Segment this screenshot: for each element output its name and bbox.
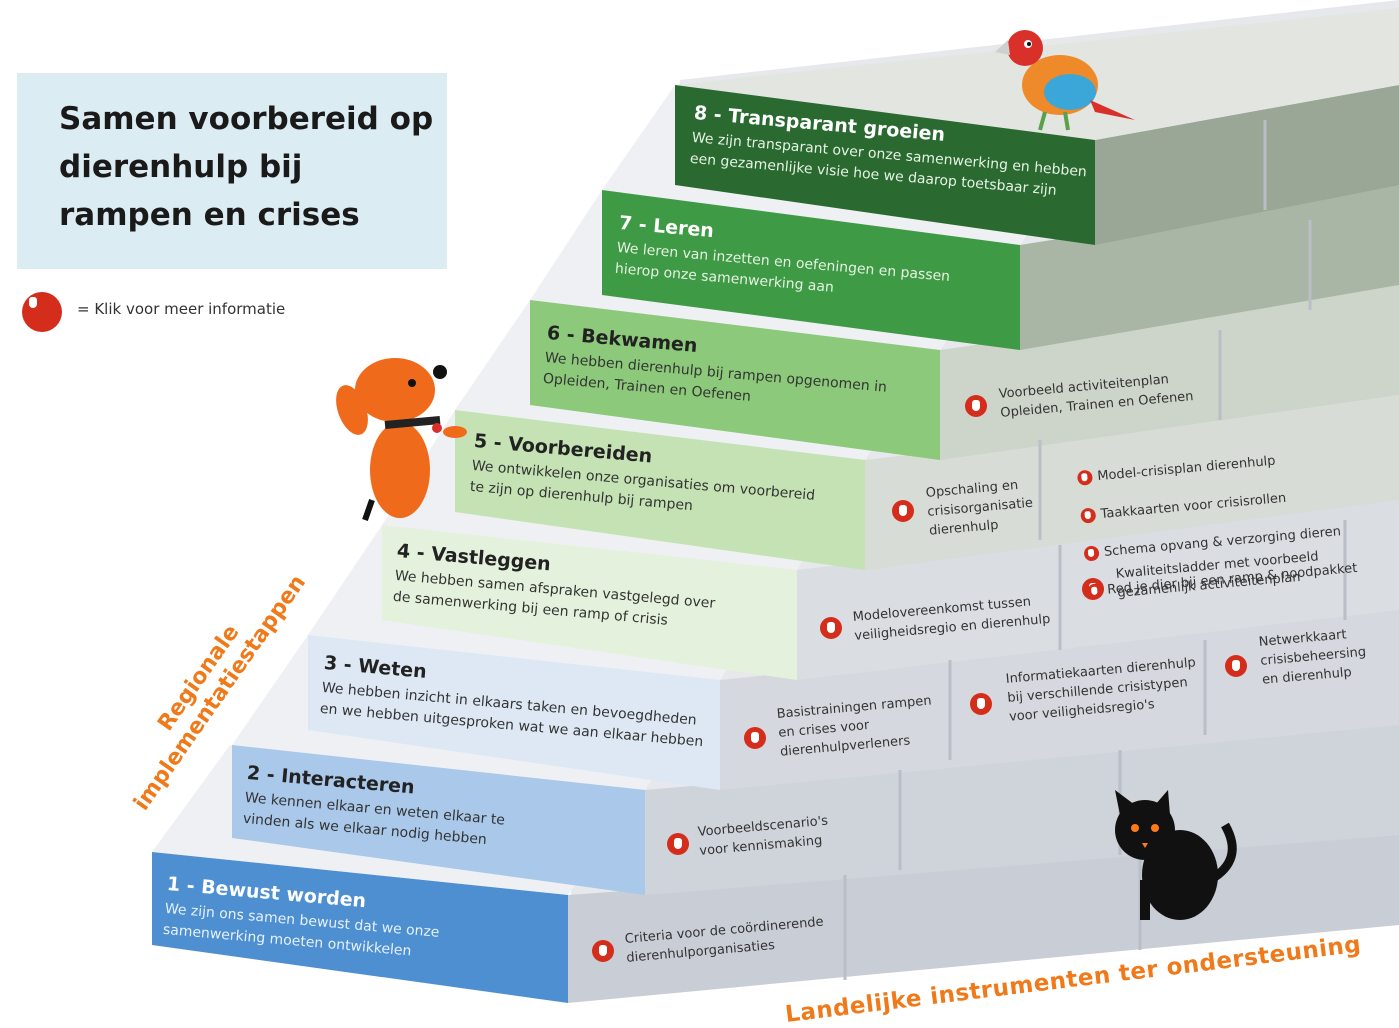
tool-opschaling[interactable]: Opschaling en crisisorganisatie dierenhu… bbox=[925, 477, 1034, 539]
riser-6 bbox=[940, 285, 1399, 460]
step-front-4 bbox=[382, 525, 797, 680]
info-click-icon[interactable] bbox=[970, 693, 992, 715]
info-click-icon[interactable] bbox=[892, 500, 914, 522]
info-click-icon[interactable] bbox=[744, 727, 766, 749]
info-click-icon[interactable] bbox=[965, 395, 987, 417]
step-front-8 bbox=[675, 85, 1095, 245]
dog-illustration bbox=[336, 358, 467, 521]
riser-2 bbox=[645, 725, 1399, 895]
tool-taakkaarten[interactable]: Taakkaarten voor crisisrollen bbox=[1080, 483, 1351, 526]
info-click-icon[interactable] bbox=[667, 833, 689, 855]
info-click-icon[interactable] bbox=[1080, 507, 1097, 524]
legend-text: = Klik voor meer informatie bbox=[77, 300, 286, 318]
riser-3 bbox=[720, 610, 1399, 790]
step-front-1 bbox=[152, 852, 568, 1003]
hand-click-icon bbox=[22, 292, 62, 332]
step-front-2 bbox=[232, 745, 645, 895]
cat-illustration bbox=[1115, 790, 1237, 920]
info-click-icon[interactable] bbox=[1083, 545, 1100, 562]
tool-list-crisisplan: Model-crisisplan dierenhulp Taakkaarten … bbox=[1075, 426, 1360, 620]
riser-8 bbox=[1095, 85, 1399, 245]
info-click-icon[interactable] bbox=[820, 617, 842, 639]
page-title: Samen voorbereid op dierenhulp bij rampe… bbox=[59, 101, 434, 233]
parrot-illustration bbox=[995, 30, 1135, 131]
tool-model-crisisplan[interactable]: Model-crisisplan dierenhulp bbox=[1076, 445, 1348, 488]
title-box: Samen voorbereid op dierenhulp bij rampe… bbox=[17, 73, 447, 269]
riser-5 bbox=[865, 395, 1399, 570]
info-click-icon[interactable] bbox=[1225, 655, 1247, 677]
tool-red-je-dier[interactable]: Red je dier bij een ramp & noodpakket bbox=[1086, 559, 1358, 602]
tool-schema-opvang[interactable]: Schema opvang & verzorging dieren bbox=[1083, 521, 1354, 564]
riser-7 bbox=[1020, 185, 1399, 350]
step-front-3 bbox=[308, 635, 720, 790]
step-front-7 bbox=[602, 190, 1020, 350]
tool-netwerkkaart[interactable]: Netwerkkaart crisisbeheersing en dierenh… bbox=[1258, 627, 1367, 688]
info-click-icon[interactable] bbox=[1076, 469, 1094, 486]
info-click-icon[interactable] bbox=[1086, 583, 1104, 600]
step-front-6 bbox=[530, 300, 940, 460]
step-front-5 bbox=[455, 410, 865, 570]
info-click-icon[interactable] bbox=[592, 940, 614, 962]
